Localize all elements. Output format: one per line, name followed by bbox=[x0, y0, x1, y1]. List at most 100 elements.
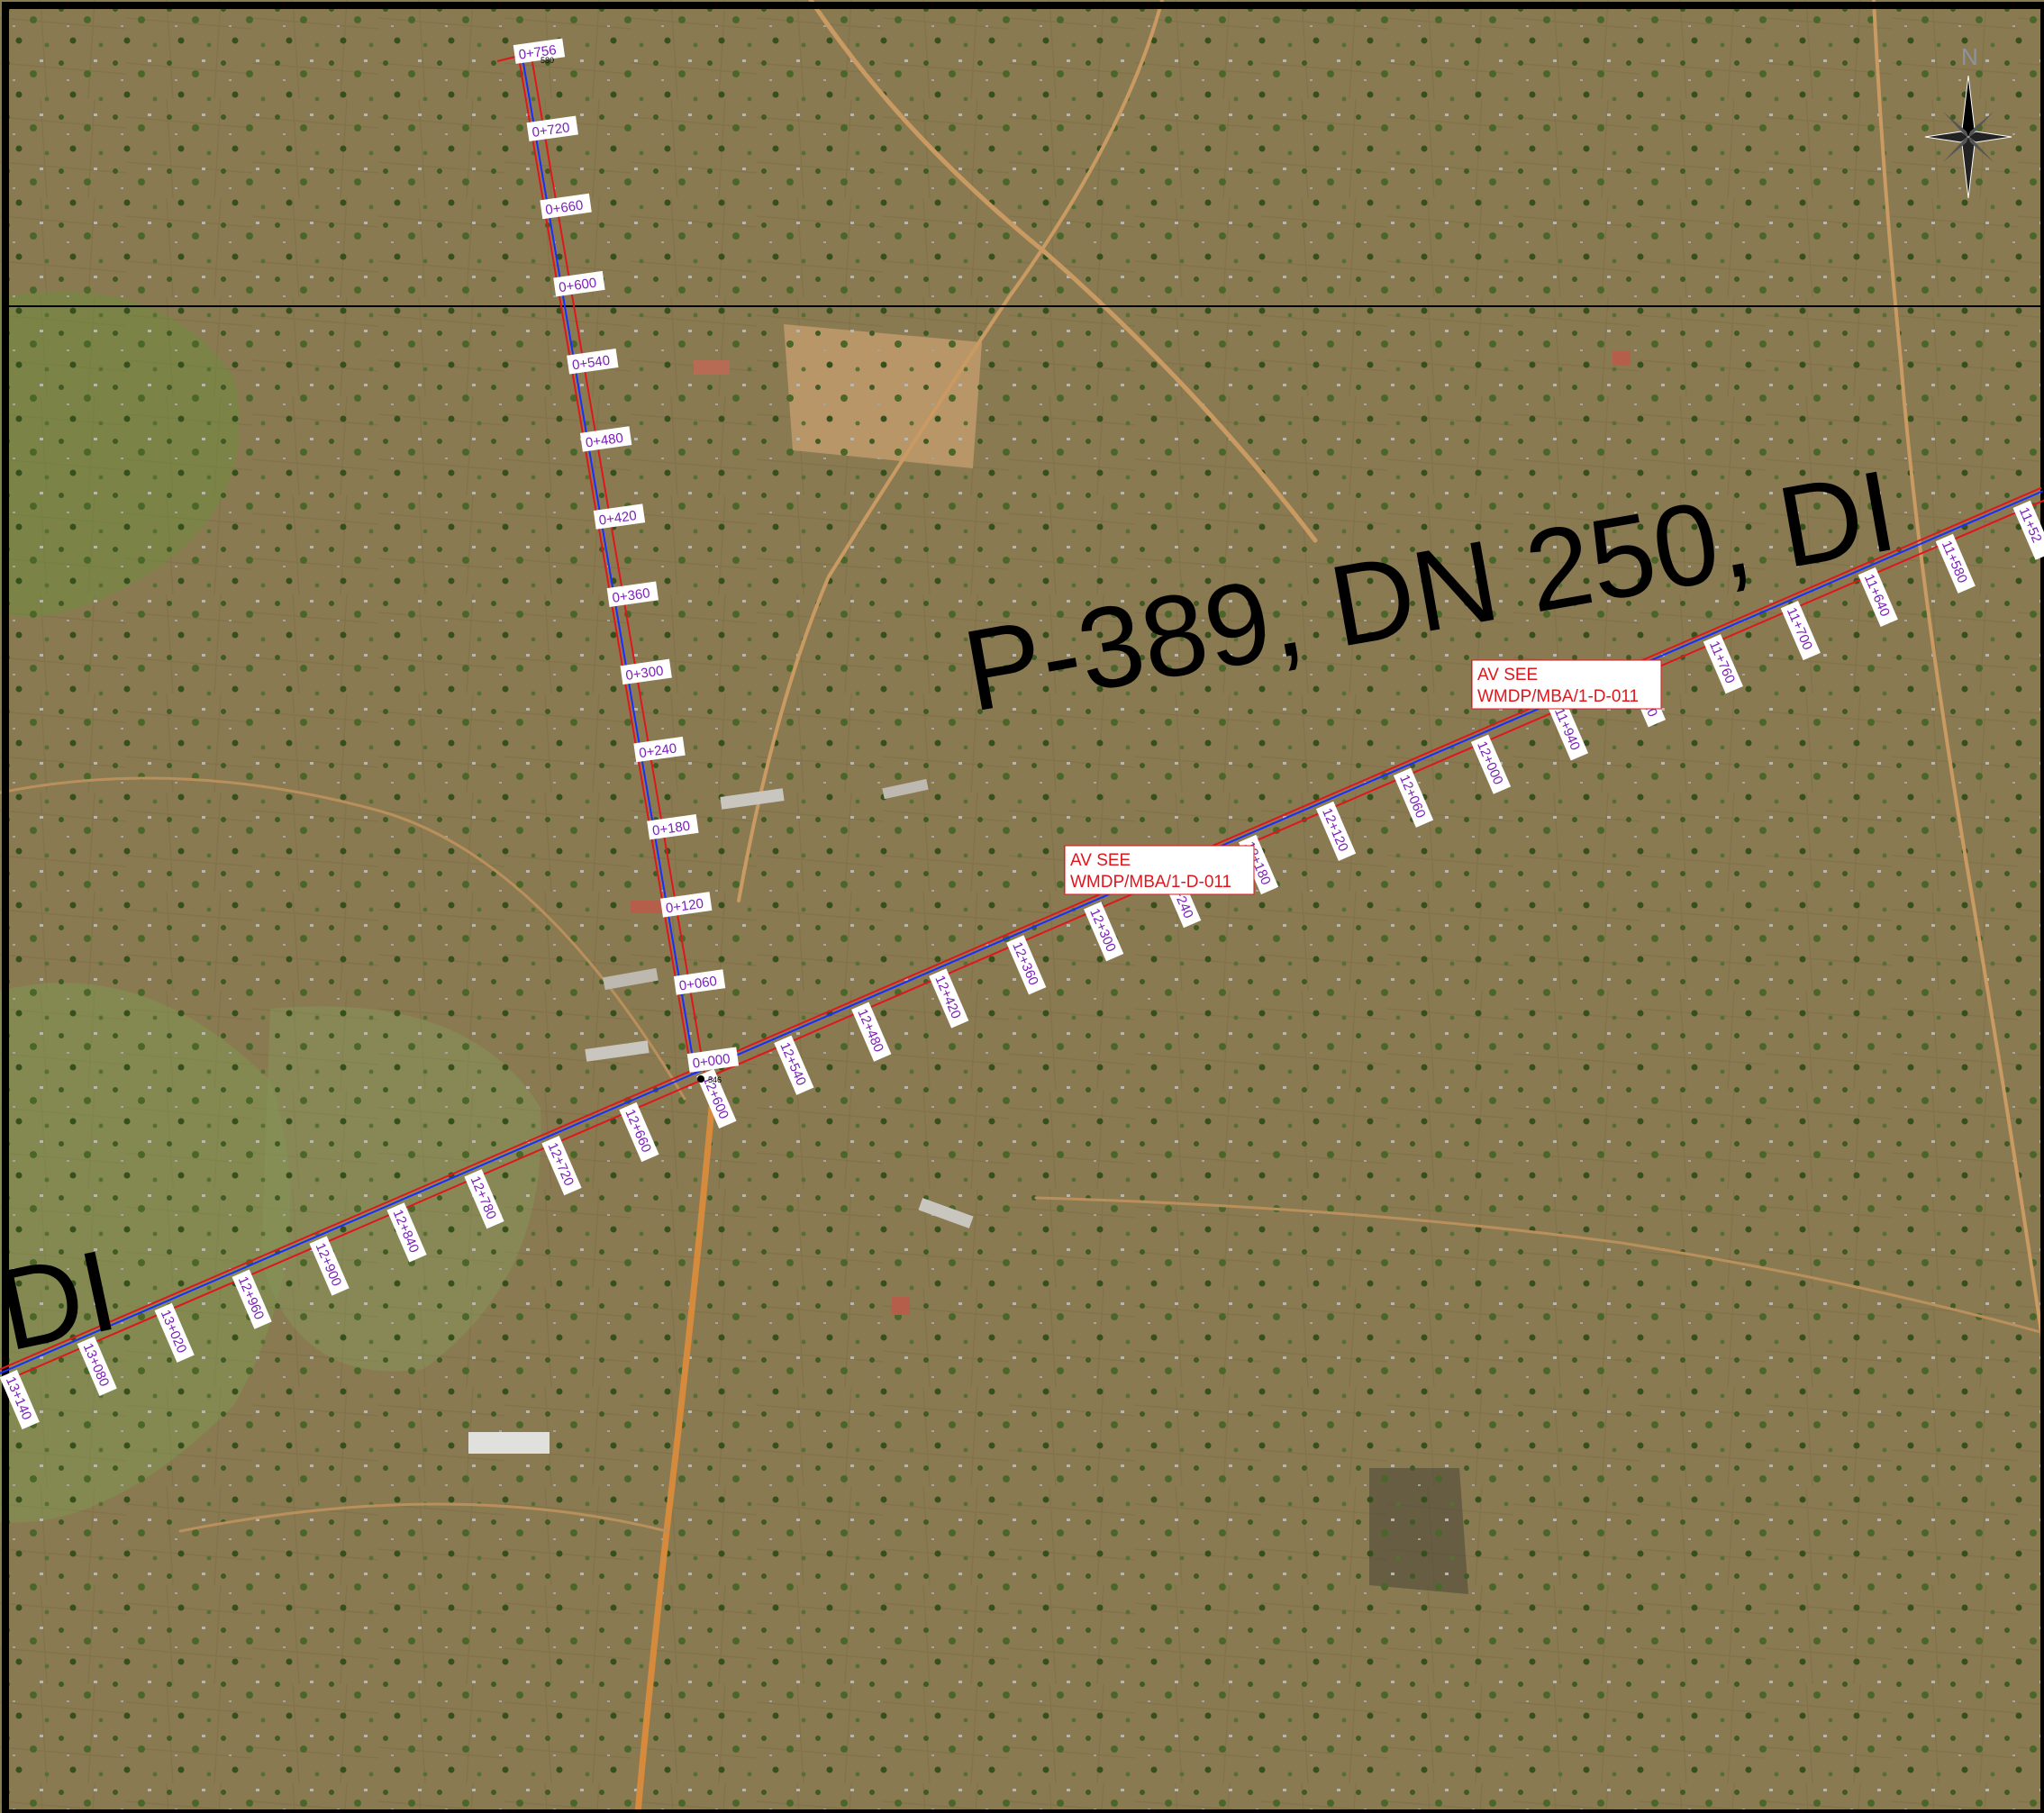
chainage-box bbox=[1006, 935, 1047, 995]
chainage-box bbox=[619, 1101, 659, 1163]
north-arrow[interactable]: N bbox=[1924, 43, 2012, 199]
chainage-text: 0+420 bbox=[598, 508, 638, 529]
air-valve-callout[interactable]: AV SEE WMDP/MBA/1-D-011 bbox=[1064, 845, 1255, 895]
chainage-label: 0+360 bbox=[606, 581, 659, 607]
main-pipe-edge bbox=[0, 486, 2042, 1371]
point-label-junction: 546 bbox=[708, 1075, 722, 1084]
chainage-box bbox=[686, 1047, 740, 1073]
dirt-road bbox=[737, 0, 1164, 902]
main-pipe-centerline bbox=[0, 490, 2044, 1374]
footpath bbox=[1034, 1196, 2044, 1335]
chainage-text: 0+360 bbox=[612, 585, 651, 606]
chainage-label: 0+240 bbox=[633, 736, 686, 763]
chainage-box bbox=[1393, 767, 1434, 828]
chainage-box bbox=[526, 115, 578, 142]
chainage-box bbox=[633, 736, 686, 763]
chainage-label: 0+756 bbox=[513, 38, 566, 64]
chainage-box bbox=[232, 1269, 272, 1329]
chainage-box bbox=[1084, 902, 1124, 962]
building bbox=[720, 788, 785, 810]
dirt-road bbox=[808, 0, 1318, 543]
chainage-text: 0+120 bbox=[665, 896, 704, 917]
chainage-label: 12+300 bbox=[1084, 902, 1124, 962]
chainage-text: 0+180 bbox=[651, 819, 691, 839]
chainage-text: 0+540 bbox=[571, 353, 611, 374]
chainage-box bbox=[0, 1369, 40, 1430]
chainage-box bbox=[1935, 533, 1976, 594]
chainage-text: 0+000 bbox=[692, 1051, 731, 1072]
chainage-box bbox=[1858, 567, 1898, 628]
chainage-box bbox=[1780, 601, 1821, 661]
callout-line2: WMDP/MBA/1-D-011 bbox=[1070, 873, 1231, 892]
chainage-box bbox=[464, 1169, 504, 1229]
nw-arrow-point bbox=[1943, 112, 1968, 137]
footpath bbox=[0, 776, 686, 1101]
chainage-box bbox=[620, 658, 672, 685]
chainage-box bbox=[673, 969, 726, 995]
building bbox=[468, 1432, 550, 1454]
chainage-text: 0+600 bbox=[558, 276, 597, 296]
chainage-box bbox=[154, 1302, 195, 1363]
chainage-text: 0+300 bbox=[624, 663, 664, 684]
chainage-label: 0+300 bbox=[620, 658, 672, 685]
air-valve-callout[interactable]: AV SEE WMDP/MBA/1-D-011 bbox=[1471, 659, 1662, 710]
chainage-text: 0+240 bbox=[638, 740, 677, 761]
callout-box bbox=[1471, 659, 1662, 710]
se-arrow-point bbox=[1968, 137, 1994, 162]
building bbox=[585, 1040, 650, 1062]
north-label: N bbox=[1961, 43, 1978, 70]
chainage-label: 0+480 bbox=[579, 426, 632, 452]
building bbox=[882, 778, 929, 800]
building bbox=[892, 1297, 910, 1315]
callout-line2: WMDP/MBA/1-D-011 bbox=[1477, 687, 1639, 706]
chainage-label: 0+420 bbox=[593, 503, 646, 530]
chainage-box bbox=[77, 1336, 117, 1396]
branch-chainage-labels: 0+756 0+720 0+660 0+600 0+540 0+480 0+420 0+360… bbox=[513, 38, 740, 1073]
callout-line1: AV SEE bbox=[1477, 666, 1538, 684]
building bbox=[603, 967, 659, 991]
chainage-box bbox=[851, 1002, 892, 1062]
buildings-layer bbox=[468, 351, 1631, 1454]
ne-arrow-point bbox=[1968, 112, 1994, 137]
chainage-text: 0+660 bbox=[544, 197, 584, 218]
chainage-box bbox=[567, 349, 619, 375]
building bbox=[918, 1198, 974, 1228]
chainage-box bbox=[386, 1202, 427, 1263]
chainage-label: 0+180 bbox=[647, 813, 699, 840]
chainage-label: 0+000 bbox=[686, 1047, 740, 1073]
chainage-label: 0+120 bbox=[660, 892, 713, 918]
chainage-box bbox=[513, 38, 566, 64]
callout-line1: AV SEE bbox=[1070, 851, 1131, 870]
chainage-box bbox=[541, 1136, 582, 1196]
chainage-label: 12+480 bbox=[851, 1002, 892, 1062]
chainage-label: 0+060 bbox=[673, 969, 726, 995]
dirt-road bbox=[1872, 0, 2044, 1353]
chainage-box bbox=[593, 503, 646, 530]
chainage-box bbox=[660, 892, 713, 918]
chainage-box bbox=[309, 1236, 350, 1296]
chainage-text: 0+720 bbox=[531, 120, 571, 141]
chainage-box bbox=[606, 581, 659, 607]
chainage-label: 0+540 bbox=[567, 349, 619, 375]
junction-node bbox=[697, 1075, 704, 1083]
chainage-label: 0+720 bbox=[526, 115, 578, 142]
chainage-box bbox=[774, 1035, 814, 1095]
chainage-box bbox=[1470, 734, 1512, 794]
chainage-label: 0+600 bbox=[553, 270, 605, 297]
chainage-box bbox=[540, 193, 592, 220]
footpath bbox=[178, 1502, 668, 1533]
building bbox=[694, 360, 730, 375]
chainage-box bbox=[929, 968, 969, 1029]
chainage-text: 0+480 bbox=[585, 431, 624, 451]
chainage-box bbox=[1315, 801, 1357, 861]
chainage-box bbox=[647, 813, 699, 840]
chainage-text: 0+756 bbox=[518, 42, 558, 63]
chainage-box bbox=[553, 270, 605, 297]
point-label-top: 580 bbox=[541, 56, 554, 65]
